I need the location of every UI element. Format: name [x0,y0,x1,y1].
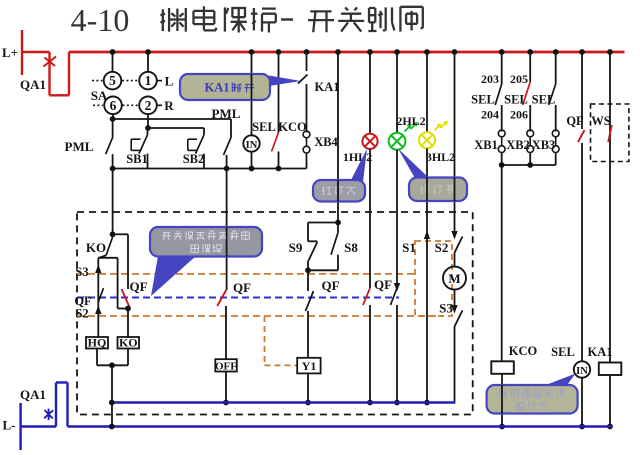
svg-text:IN: IN [246,140,258,151]
svg-text:SB1: SB1 [126,152,148,166]
svg-text:KA1: KA1 [588,345,613,359]
svg-text:S2: S2 [435,240,449,255]
svg-text:S2: S2 [75,307,88,321]
svg-text:M: M [448,271,460,286]
svg-text:SEL: SEL [551,345,575,359]
svg-text:S8: S8 [344,240,358,255]
svg-text:QF: QF [321,278,339,293]
svg-text:PML: PML [65,139,94,154]
svg-text:4-10: 4-10 [71,2,130,38]
svg-text:SA: SA [91,88,108,103]
svg-text:XB1: XB1 [474,138,498,152]
svg-text:205: 205 [510,72,528,86]
svg-text:QF: QF [74,294,92,308]
svg-text:R: R [164,98,174,113]
svg-text:2HL2: 2HL2 [396,114,425,128]
svg-text:QA1: QA1 [20,387,46,402]
svg-text:OFF: OFF [215,360,237,372]
svg-text:QF: QF [233,280,251,295]
svg-text:SEL: SEL [504,93,528,107]
svg-text:PML: PML [212,106,241,121]
svg-text:S3: S3 [439,301,453,316]
svg-text:IN: IN [576,366,588,377]
svg-text:L-: L- [3,418,16,433]
svg-text:S1: S1 [402,240,416,255]
svg-text:KA1: KA1 [205,81,230,95]
svg-text:2: 2 [145,98,152,113]
svg-text:XB3: XB3 [532,138,556,152]
svg-text:204: 204 [481,108,499,122]
svg-text:206: 206 [510,108,528,122]
svg-text:5: 5 [109,73,116,88]
svg-text:QA1: QA1 [20,77,46,92]
svg-text:1HL2: 1HL2 [343,150,372,164]
svg-text:KCO: KCO [509,344,538,358]
svg-text:SEL: SEL [532,93,556,107]
svg-text:KCO: KCO [278,120,307,134]
svg-text:1: 1 [145,73,152,88]
svg-text:S3: S3 [75,265,88,279]
svg-text:SEL: SEL [471,93,495,107]
svg-text:HQ: HQ [88,336,107,350]
svg-text:XB4: XB4 [314,135,338,149]
svg-text:KO: KO [119,336,138,350]
svg-text:XB2: XB2 [506,138,530,152]
svg-text:203: 203 [481,72,499,86]
svg-text:QF: QF [566,114,584,128]
svg-text:WS: WS [591,114,611,128]
svg-text:6: 6 [110,98,117,113]
svg-text:SB2: SB2 [183,152,205,166]
svg-text:QF: QF [374,277,392,292]
svg-text:Y1: Y1 [302,359,317,373]
svg-text:S9: S9 [289,240,303,255]
svg-text:3HL2: 3HL2 [426,150,455,164]
svg-text:L+: L+ [2,45,18,60]
svg-text:KA1: KA1 [315,80,340,94]
svg-text:KO: KO [86,240,106,255]
svg-text:L: L [165,73,174,88]
svg-text:QF: QF [129,279,147,294]
svg-text:SEL: SEL [252,120,276,134]
